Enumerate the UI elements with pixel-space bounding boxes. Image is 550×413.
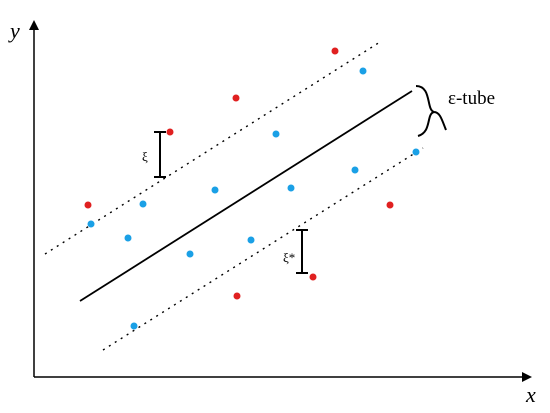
outside-point: [386, 201, 394, 209]
inside-point: [130, 322, 138, 330]
inside-point: [247, 236, 255, 244]
outside-point: [233, 292, 241, 300]
xi-star-marker: [296, 229, 308, 274]
outside-point: [331, 47, 339, 55]
y-axis-label: y: [8, 18, 20, 43]
inside-points: [87, 67, 420, 330]
inside-point: [211, 186, 219, 194]
x-axis-label: x: [525, 382, 536, 407]
xi-marker: [154, 131, 166, 178]
inside-point: [139, 200, 147, 208]
tube-brace: [415, 85, 447, 137]
outside-point: [84, 201, 92, 209]
inside-point: [87, 220, 95, 228]
xi-label: ξ: [142, 149, 148, 164]
outside-points: [84, 47, 394, 300]
inside-point: [351, 166, 359, 174]
inside-point: [287, 184, 295, 192]
inside-point: [272, 130, 280, 138]
outside-point: [166, 128, 174, 136]
upper-tube-boundary: [44, 41, 381, 255]
inside-point: [359, 67, 367, 75]
inside-point: [124, 234, 132, 242]
inside-point: [412, 148, 420, 156]
inside-point: [186, 250, 194, 258]
xi-star-label: ξ*: [283, 250, 295, 265]
regression-line: [79, 90, 413, 302]
outside-point: [232, 94, 240, 102]
lower-tube-boundary: [102, 147, 424, 351]
tube-label: ε-tube: [448, 88, 495, 109]
outside-point: [309, 273, 317, 281]
